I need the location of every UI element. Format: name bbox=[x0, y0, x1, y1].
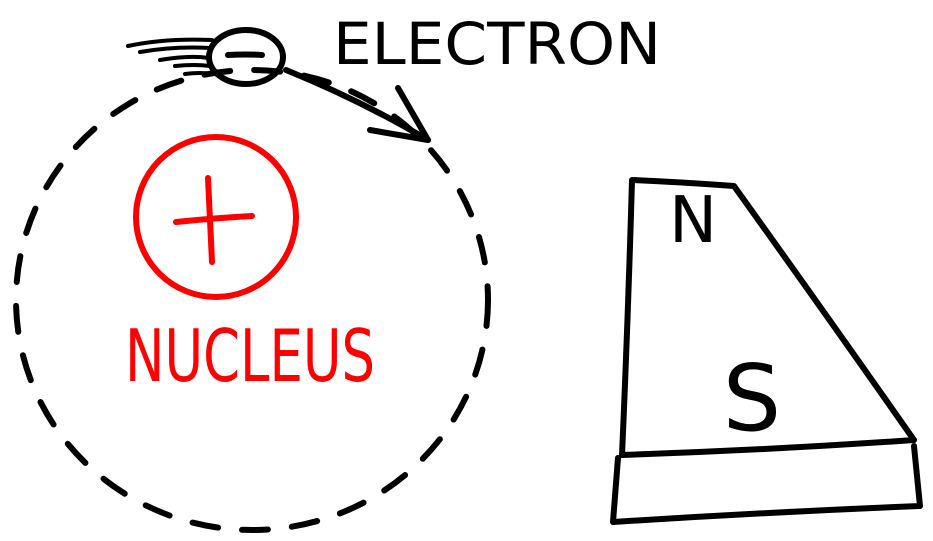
magnet-north-label: N bbox=[669, 184, 717, 258]
arrow-shaft bbox=[283, 67, 431, 143]
nucleus-label: NUCLEUS bbox=[125, 314, 375, 398]
magnet-icon: N S bbox=[610, 177, 923, 525]
electron-icon: − bbox=[126, 27, 286, 87]
magnet-south-label: S bbox=[723, 345, 781, 452]
orbit-path bbox=[13, 67, 491, 533]
arrow-head bbox=[367, 85, 431, 143]
electron-label: ELECTRON bbox=[333, 10, 661, 78]
nucleus-icon: + bbox=[133, 134, 299, 300]
electron-motion-lines bbox=[126, 37, 214, 76]
nucleus-circle bbox=[133, 134, 299, 300]
magnet-body bbox=[619, 177, 917, 458]
electron-direction-arrow bbox=[283, 67, 431, 143]
nucleus-plus-symbol bbox=[173, 175, 255, 265]
magnet-base bbox=[610, 443, 923, 525]
electron-minus-symbol bbox=[225, 51, 265, 58]
electron-circle bbox=[206, 27, 286, 87]
